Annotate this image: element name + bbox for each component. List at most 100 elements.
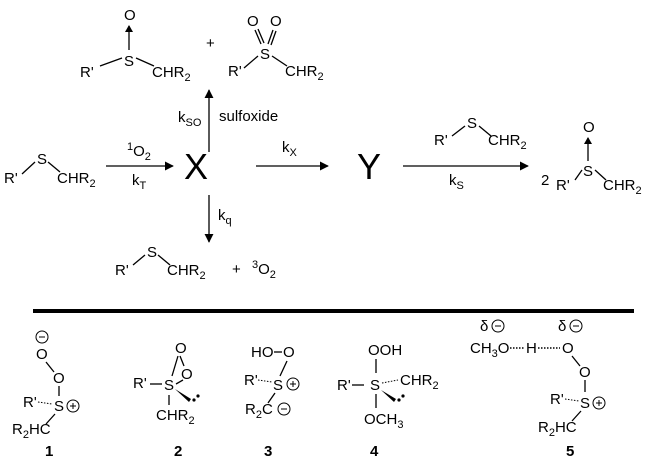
sulfoxide-r-right-group: CHR xyxy=(603,177,636,194)
starting-sulfide: S R' CHR2 xyxy=(4,151,96,190)
sulfoxide-right-bond xyxy=(135,57,155,67)
reagent-right-bond xyxy=(478,125,492,137)
pathway-label-sulfoxide: sulfoxide xyxy=(219,108,278,125)
quench-right-bond xyxy=(157,254,171,266)
rate-kT: k xyxy=(132,172,140,189)
svg-text:R2C: R2C xyxy=(245,401,273,421)
s1-minus-charge xyxy=(35,330,49,344)
s5-r-bottom-sub: 2 xyxy=(549,427,555,439)
reagent-left-group: R' xyxy=(434,132,448,149)
structure-4: OOH R' S CHR2 OCH3 4 xyxy=(337,342,439,458)
reagent-right-sub: 2 xyxy=(521,140,527,152)
sulfide-right-bond xyxy=(47,161,61,173)
svg-text:R2HC: R2HC xyxy=(538,419,577,439)
sulfoxide-r-left-group: R' xyxy=(556,177,570,194)
s4-hash-bond xyxy=(381,379,399,384)
s2-r-left: R' xyxy=(133,375,147,392)
structure-2-number: 2 xyxy=(174,443,182,458)
quench-left-bond xyxy=(132,254,146,266)
plus-sign-bottom: + xyxy=(232,261,241,278)
s1-oxygen-1: O xyxy=(36,346,48,363)
triplet-o2-sup: 3 xyxy=(252,259,258,271)
s4-lone-pair xyxy=(401,394,405,398)
s1-sc-bond xyxy=(45,413,56,425)
plus-sign-top: + xyxy=(206,35,215,52)
sulfone-right-bond xyxy=(271,55,288,67)
reagent-sulfur: S xyxy=(467,115,477,132)
sulfide-left-group: R' xyxy=(4,170,18,187)
rate-kq: k xyxy=(218,207,226,224)
sulfone-oxygen-right: O xyxy=(270,13,282,30)
s1-plus-charge xyxy=(66,399,80,413)
s1-sulfur: S xyxy=(54,398,64,415)
sulfone-o1-bond xyxy=(254,29,262,45)
s3-plus-charge xyxy=(286,377,300,391)
s3-sc-bond xyxy=(267,392,276,404)
svg-text:CHR2: CHR2 xyxy=(156,407,195,427)
reagent-left-bond xyxy=(451,125,466,137)
s1-oo-bond xyxy=(45,361,55,373)
s5-sc-bond xyxy=(571,410,582,422)
s3-hash-bond xyxy=(257,379,273,383)
svg-text:kT: kT xyxy=(132,172,147,192)
s5-oo-bond xyxy=(571,355,581,367)
intermediate-y: Y xyxy=(357,146,381,187)
s3-oxygen: O xyxy=(283,344,295,361)
sulfoxide-r-arrowhead xyxy=(584,137,592,144)
sulfide-sulfur: S xyxy=(37,151,47,168)
svg-text:R2HC: R2HC xyxy=(12,421,51,441)
svg-text:OCH3: OCH3 xyxy=(364,411,403,431)
singlet-o2: O xyxy=(133,143,145,160)
rate-kSO: k xyxy=(178,109,186,126)
singlet-o2-sub: 2 xyxy=(145,151,151,163)
sulfone-oxygen-left: O xyxy=(247,13,259,30)
rate-kX: k xyxy=(282,139,290,156)
sulfone-o2-bond xyxy=(267,29,274,45)
svg-text:CHR2: CHR2 xyxy=(167,262,206,282)
s2-sulfur: S xyxy=(164,377,174,394)
sulfone-product: O O S R' CHR2 xyxy=(228,13,324,83)
sulfone-sulfur: S xyxy=(260,46,270,63)
sulfoxide-product-right: O S R' CHR2 xyxy=(556,119,642,197)
sulfide-right-sub: 2 xyxy=(90,178,96,190)
s5-ch3o: CH xyxy=(470,340,492,357)
triplet-o2: O xyxy=(258,261,270,278)
sulfoxide-left-group: R' xyxy=(80,64,94,81)
s2-r-bottom-sub: 2 xyxy=(189,415,195,427)
s5-sulfur: S xyxy=(580,395,590,412)
s4-r-right-sub: 2 xyxy=(433,380,439,392)
s1-r-bottom-sub: 2 xyxy=(23,429,29,441)
structure-2: O O R' S CHR2 2 xyxy=(133,340,200,458)
s1-hash-bond xyxy=(37,401,53,405)
s3-r-bottom-sub: 2 xyxy=(256,409,262,421)
quench-right-group: CHR xyxy=(167,262,200,279)
s5-r-bottom: R xyxy=(538,419,549,436)
svg-text:kq: kq xyxy=(218,207,232,227)
quench-sulfur: S xyxy=(147,244,157,261)
s5-ch3o-sub: 3 xyxy=(492,348,498,360)
s4-sulfur: S xyxy=(370,377,380,394)
svg-text:CH3O: CH3O xyxy=(470,340,509,360)
svg-text:1O2: 1O2 xyxy=(127,141,151,163)
sulfoxide-product: O S R' CHR2 xyxy=(80,7,191,84)
s3-r-bottom: R xyxy=(245,401,256,418)
sulfoxide-r-right-sub: 2 xyxy=(636,185,642,197)
s4-ooh: OOH xyxy=(368,342,402,359)
svg-text:CHR2: CHR2 xyxy=(57,170,96,190)
s5-minus-charge-2 xyxy=(569,319,583,333)
structure-1-number: 1 xyxy=(45,443,53,458)
sulfoxide-arrowhead xyxy=(125,25,133,32)
svg-text:kS: kS xyxy=(449,172,464,192)
s3-minus-charge xyxy=(277,402,291,416)
sulfoxide-r-sulfur: S xyxy=(583,163,593,180)
quench-sulfide: S R' CHR2 xyxy=(115,244,206,282)
svg-text:CHR2: CHR2 xyxy=(603,177,642,197)
s2-oxygen-1: O xyxy=(175,340,187,357)
singlet-o2-sup: 1 xyxy=(127,141,133,153)
s3-ho: HO xyxy=(251,344,274,361)
sulfoxide-r-right-bond xyxy=(594,169,607,181)
rate-kT-sub: T xyxy=(140,180,147,192)
rate-kS: k xyxy=(449,172,457,189)
